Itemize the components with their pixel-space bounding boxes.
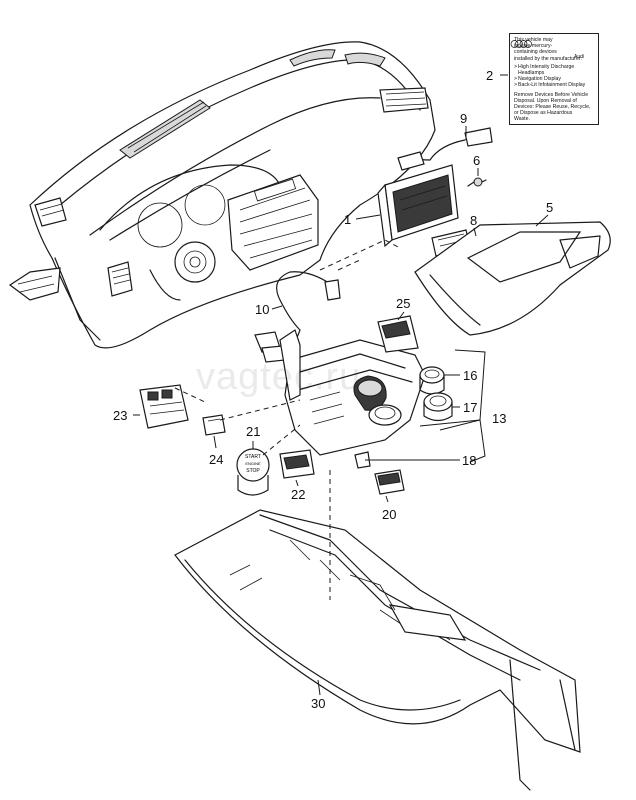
- wiring-harness: [254, 271, 341, 363]
- callout-13: 13: [492, 411, 507, 426]
- connector: [202, 414, 226, 436]
- callout-10: 10: [255, 302, 270, 317]
- callout-24: 24: [209, 452, 224, 467]
- storage-flap: [377, 315, 419, 353]
- callout-16: 16: [463, 368, 478, 383]
- clip: [354, 451, 371, 469]
- start-stop-button: START ENGINE STOP: [236, 448, 270, 496]
- screw: [467, 177, 487, 187]
- wiring-connector: [397, 127, 493, 171]
- callout-23: 23: [113, 408, 128, 423]
- center-console-housing: [174, 509, 581, 791]
- engine-label: ENGINE: [245, 461, 261, 466]
- callout-21: 21: [246, 424, 261, 439]
- stop-label: STOP: [246, 468, 260, 474]
- label-items: High Intensity Discharge Headlamps Navig…: [514, 64, 594, 89]
- display-trim-bezel: [414, 221, 611, 336]
- label-intro: This vehicle may include mercury- contai…: [514, 37, 583, 62]
- callout-25: 25: [396, 296, 411, 311]
- callout-17: 17: [463, 400, 478, 415]
- callout-2: 2: [486, 68, 494, 83]
- switch-block: [139, 384, 189, 429]
- switch-unit: [374, 469, 405, 495]
- dashboard-assembly: [8, 41, 436, 349]
- rotary-knob-small: [419, 366, 445, 395]
- callout-18: 18: [462, 453, 477, 468]
- mercury-warning-label: Audi This vehicle may include mercury- c…: [509, 33, 599, 125]
- leader-lines: [133, 74, 549, 696]
- callout-8: 8: [470, 213, 478, 228]
- rotary-knob-large: [423, 392, 453, 422]
- watermark: vagtec.ru: [196, 356, 362, 398]
- shifter-trim-panel: [279, 329, 426, 456]
- label-footer: Remove Devices Before Vehicle Disposal. …: [514, 91, 591, 123]
- callout-6: 6: [473, 153, 481, 168]
- label-brand: Audi: [573, 54, 584, 60]
- callout-1: 1: [344, 212, 352, 227]
- start-label: START: [245, 454, 261, 460]
- callout-5: 5: [546, 200, 554, 215]
- audi-rings-logo: [510, 40, 532, 48]
- callout-30: 30: [311, 696, 326, 711]
- display-unit: [377, 164, 459, 248]
- callout-9: 9: [460, 111, 468, 126]
- key-slot-module: [279, 449, 315, 479]
- callout-20: 20: [382, 507, 397, 522]
- callout-22: 22: [291, 487, 306, 502]
